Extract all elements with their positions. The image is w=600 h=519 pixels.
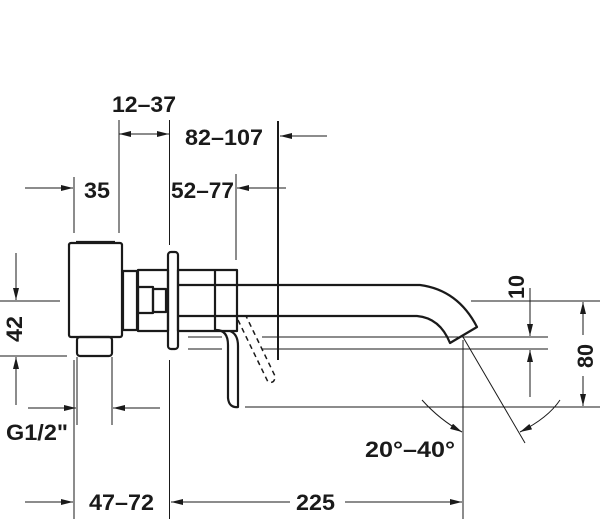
dim-52-77: 52–77: [171, 178, 234, 203]
dim-35: 35: [84, 178, 110, 203]
dim-225: 225: [296, 490, 335, 515]
lever-handle: [215, 315, 276, 409]
dim-12-37: 12–37: [112, 92, 176, 117]
dim-angle: 20°–40°: [365, 437, 455, 462]
dim-47-72: 47–72: [89, 490, 154, 515]
faucet-body: [67, 240, 479, 358]
dim-80: 80: [573, 344, 598, 368]
dim-g1-2: G1/2": [6, 420, 68, 445]
dim-10: 10: [504, 275, 529, 299]
dim-42: 42: [2, 316, 27, 342]
extension-lines: [0, 120, 600, 519]
dim-82-107: 82–107: [185, 125, 263, 150]
dimension-arrows: [13, 131, 586, 505]
